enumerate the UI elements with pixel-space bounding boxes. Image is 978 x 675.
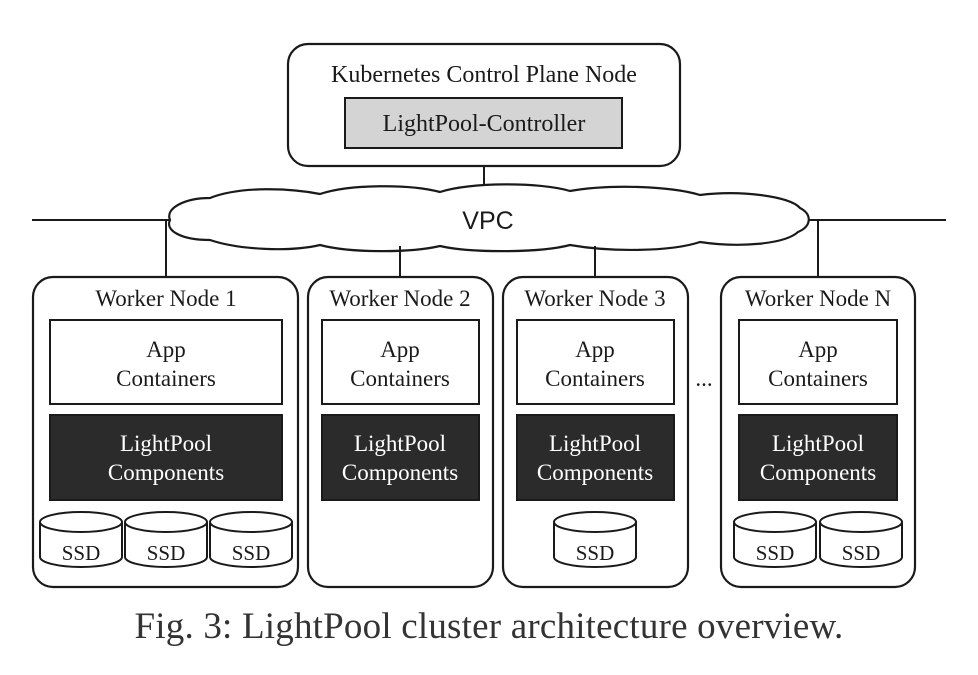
controller-box: [344, 97, 623, 149]
app-containers-line2: Containers: [116, 366, 216, 391]
ssd-label: SSD: [576, 541, 615, 565]
app-containers-box: [321, 319, 480, 405]
app-containers-line1: App: [380, 337, 420, 362]
app-containers-box: [49, 319, 283, 405]
app-containers-box: [516, 319, 675, 405]
ssd-disk-icon: SSD: [553, 511, 637, 568]
lightpool-components-box: [516, 414, 675, 501]
control-plane-title: Kubernetes Control Plane Node: [331, 62, 637, 88]
controller-label: LightPool-Controller: [383, 111, 586, 137]
worker-node-3: Worker Node 3 App Containers LightPool C…: [501, 275, 690, 589]
app-containers-line1: App: [575, 337, 615, 362]
lightpool-components-line2: Components: [760, 460, 876, 485]
lightpool-components-box: [321, 414, 480, 501]
vpc-cloud: VPC: [167, 183, 810, 253]
lightpool-components-line1: LightPool: [772, 431, 864, 456]
lightpool-components-box: [738, 414, 898, 501]
worker-node-title: Worker Node 3: [524, 286, 665, 311]
ssd-label: SSD: [62, 541, 101, 565]
figure-caption: Fig. 3: LightPool cluster architecture o…: [134, 606, 844, 647]
worker-node-1: Worker Node 1 App Containers LightPool C…: [31, 275, 300, 589]
ssd-disk-icon: SSD: [124, 511, 208, 568]
vpc-label: VPC: [462, 207, 513, 235]
worker-node-n: Worker Node N App Containers LightPool C…: [719, 275, 917, 589]
vpc-cloud-shape: [167, 183, 810, 253]
ssd-label: SSD: [232, 541, 271, 565]
worker-node-title: Worker Node N: [745, 286, 892, 311]
lightpool-components-line1: LightPool: [354, 431, 446, 456]
lightpool-components-box: [49, 414, 283, 501]
lightpool-components-line1: LightPool: [549, 431, 641, 456]
lightpool-components-line1: LightPool: [120, 431, 212, 456]
lightpool-components-line2: Components: [108, 460, 224, 485]
ssd-disk-icon: SSD: [39, 511, 123, 568]
app-containers-line2: Containers: [545, 366, 645, 391]
app-containers-line1: App: [146, 337, 186, 362]
lightpool-components-line2: Components: [342, 460, 458, 485]
ssd-label: SSD: [842, 541, 881, 565]
ssd-disk-icon: SSD: [209, 511, 293, 568]
control-plane-node: Kubernetes Control Plane Node LightPool-…: [286, 42, 682, 168]
app-containers-line2: Containers: [768, 366, 868, 391]
ssd-disk-icon: SSD: [819, 511, 903, 568]
worker-node-2: Worker Node 2 App Containers LightPool C…: [306, 275, 495, 589]
worker-node-title: Worker Node 2: [329, 286, 470, 311]
app-containers-line1: App: [798, 337, 838, 362]
ssd-label: SSD: [756, 541, 795, 565]
app-containers-line2: Containers: [350, 366, 450, 391]
ssd-disk-icon: SSD: [733, 511, 817, 568]
ellipsis: ...: [695, 366, 712, 391]
worker-node-title: Worker Node 1: [95, 286, 236, 311]
ssd-label: SSD: [147, 541, 186, 565]
lightpool-components-line2: Components: [537, 460, 653, 485]
app-containers-box: [738, 319, 898, 405]
